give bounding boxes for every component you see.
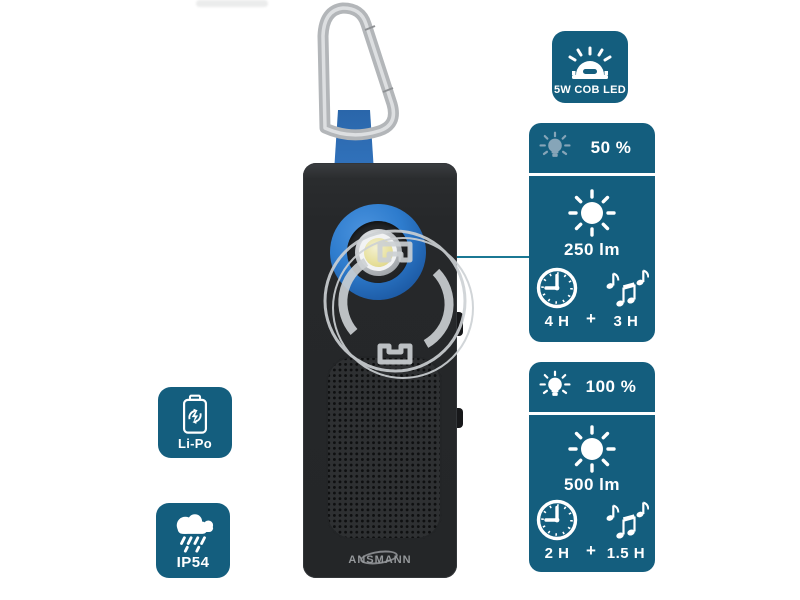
plus-sign: + bbox=[586, 308, 596, 328]
cob-led-lamp-icon bbox=[563, 46, 617, 84]
music-notes-icon bbox=[603, 500, 649, 542]
brightness-value: 100 % bbox=[585, 377, 637, 396]
sun-brightness-icon bbox=[566, 423, 618, 475]
light-bulb-icon bbox=[538, 131, 572, 165]
brand-logo: ANSMANN bbox=[330, 548, 430, 567]
runtime-row: 2 H + bbox=[535, 498, 649, 562]
clock-icon bbox=[535, 498, 579, 542]
battery-recharge-icon bbox=[178, 394, 212, 436]
callout-line bbox=[396, 256, 529, 258]
lumens-value: 250 lm bbox=[564, 240, 620, 259]
spec-panel-50: 50 % 250 lm bbox=[529, 123, 655, 342]
lumens-value: 500 lm bbox=[564, 474, 620, 494]
badge-lipo-label: Li-Po bbox=[178, 436, 212, 451]
audio-runtime-value: 3 H bbox=[613, 312, 639, 330]
carabiner-icon bbox=[305, 0, 405, 155]
audio-runtime-value: 1.5 H bbox=[606, 544, 646, 562]
brand-text: ANSMANN bbox=[348, 554, 412, 566]
light-runtime-value: 4 H bbox=[544, 312, 570, 330]
badge-cob-label: 5W COB LED bbox=[553, 84, 627, 96]
hanging-strap bbox=[334, 110, 374, 172]
brightness-row: 100 % bbox=[529, 362, 655, 415]
panel-body: 500 lm 2 H bbox=[529, 415, 655, 572]
badge-cob-led: 5W COB LED bbox=[552, 31, 628, 103]
faint-watermark-smudge bbox=[196, 0, 268, 7]
brightness-row: 50 % bbox=[529, 123, 655, 176]
badge-ip54-label: IP54 bbox=[176, 554, 210, 571]
panel-body: 250 lm 4 H bbox=[529, 176, 655, 342]
music-notes-icon bbox=[603, 268, 649, 310]
wrench-watermark-icon bbox=[316, 222, 486, 392]
speaker-grille bbox=[326, 356, 442, 540]
rain-cloud-icon bbox=[168, 510, 218, 554]
brightness-value: 50 % bbox=[590, 138, 632, 157]
spec-panel-100: 100 % 500 lm bbox=[529, 362, 655, 572]
light-runtime-value: 2 H bbox=[544, 544, 570, 562]
light-bulb-icon bbox=[538, 370, 572, 404]
clock-icon bbox=[535, 266, 579, 310]
plus-sign: + bbox=[586, 540, 596, 560]
badge-ip54: IP54 bbox=[156, 503, 230, 578]
badge-lipo: Li-Po bbox=[158, 387, 232, 458]
runtime-row: 4 H + bbox=[535, 266, 649, 330]
sun-brightness-icon bbox=[566, 187, 618, 239]
